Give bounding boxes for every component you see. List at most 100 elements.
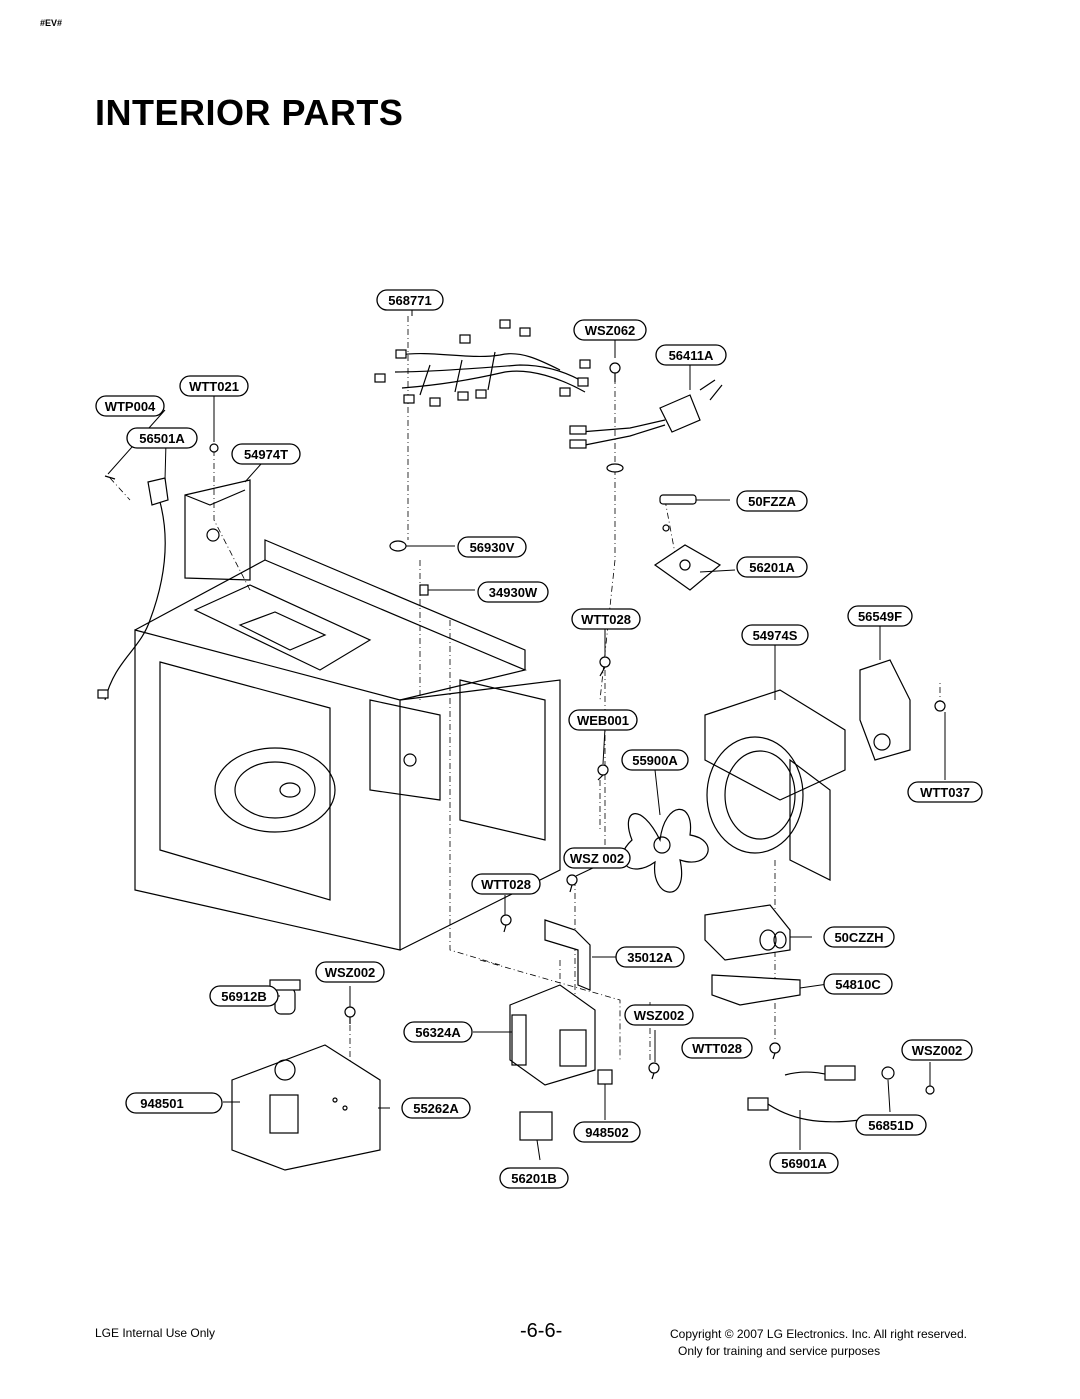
- callout-text: 34930W: [489, 585, 538, 600]
- callout-text: WTP004: [105, 399, 156, 414]
- callout-54810c: 54810C: [823, 973, 893, 995]
- callout-34930w: 34930W: [477, 581, 549, 603]
- screw-wsz002-right: [648, 1062, 660, 1080]
- callout-text: 56912B: [221, 989, 267, 1004]
- callout-text: 54810C: [835, 977, 881, 992]
- copyright-line: Copyright © 2007 LG Electronics. Inc. Al…: [670, 1327, 967, 1341]
- callout-56901a: 56901A: [769, 1152, 839, 1174]
- callout-text: 948501: [140, 1096, 183, 1111]
- callout-text: 56930V: [470, 540, 515, 555]
- fan-blade-55900a: [621, 808, 709, 893]
- callout-wtp004: WTP004: [95, 395, 165, 417]
- callout-web001: WEB001: [568, 709, 638, 731]
- callout-35012a: 35012A: [615, 946, 685, 968]
- thermostat-56930v: [389, 540, 407, 552]
- cavity-assembly: [134, 539, 561, 951]
- screw-wsz002-left: [344, 1006, 356, 1024]
- screw-wtt028-upper: [599, 656, 611, 677]
- copyright-block: Copyright © 2007 LG Electronics. Inc. Al…: [670, 1326, 967, 1360]
- callout-wsz002-right: WSZ002: [624, 1004, 694, 1026]
- capacitor-50czzh: [704, 904, 791, 961]
- callout-wsz002-mid: WSZ 002: [563, 847, 631, 869]
- bracket-54810c: [711, 974, 801, 1006]
- page-number: -6-6-: [520, 1320, 563, 1342]
- callout-50czzh: 50CZZH: [823, 926, 895, 948]
- callout-54974s: 54974S: [741, 624, 809, 646]
- bracket-54974t: [184, 443, 251, 581]
- callout-948501: 948501: [125, 1092, 223, 1114]
- callout-text: 56549F: [858, 609, 902, 624]
- callout-56851d: 56851D: [855, 1114, 927, 1136]
- callout-text: 56201B: [511, 1171, 557, 1186]
- cable-56851d: [784, 1065, 935, 1095]
- callout-text: 35012A: [627, 950, 673, 965]
- callout-50fzza: 50FZZA: [736, 490, 808, 512]
- callout-text: 56324A: [415, 1025, 461, 1040]
- callout-text: 568771: [388, 293, 431, 308]
- callout-text: WTT028: [481, 877, 531, 892]
- callout-56324a: 56324A: [403, 1021, 473, 1043]
- callout-text: 54974T: [244, 447, 288, 462]
- callout-text: WEB001: [577, 713, 629, 728]
- callout-text: 55900A: [632, 753, 678, 768]
- callout-text: 55262A: [413, 1101, 459, 1116]
- callout-56912b: 56912B: [209, 985, 279, 1007]
- bracket-35012a: [544, 919, 591, 991]
- callout-text: 56501A: [139, 431, 185, 446]
- callout-text: WSZ062: [585, 323, 636, 338]
- purpose-line: Only for training and service purposes: [678, 1344, 881, 1358]
- corner-tag: #EV#: [40, 18, 63, 28]
- wire-harness: [374, 319, 591, 407]
- callout-text: 56901A: [781, 1156, 827, 1171]
- power-cord-clamp: [569, 379, 723, 473]
- callout-text: WTT037: [920, 785, 970, 800]
- callout-wtt037: WTT037: [907, 781, 983, 803]
- fuse-50fzza: [659, 494, 697, 532]
- callout-948502: 948502: [573, 1121, 641, 1143]
- callout-wtt028-upper: WTT028: [571, 608, 641, 630]
- callout-text: WSZ002: [912, 1043, 963, 1058]
- screw-web001: [597, 764, 609, 781]
- screw-wtt028-mid: [500, 914, 512, 933]
- callout-text: WTT028: [692, 1041, 742, 1056]
- callout-wsz002-far-right: WSZ002: [901, 1039, 973, 1061]
- callout-text: WSZ002: [325, 965, 376, 980]
- callout-568771: 568771: [376, 289, 444, 311]
- page-title: INTERIOR PARTS: [95, 92, 404, 133]
- interlock-switch-56501a: [97, 475, 169, 701]
- callout-56930v: 56930V: [457, 536, 527, 558]
- screw-wsz062: [609, 362, 621, 382]
- cable-56901a: [747, 1097, 861, 1123]
- callout-55262a: 55262A: [401, 1097, 471, 1119]
- magnetron-56324a: [509, 984, 596, 1086]
- callout-wsz062: WSZ062: [573, 319, 647, 341]
- callout-56549f: 56549F: [847, 605, 913, 627]
- screw-wsz002-mid: [566, 874, 578, 893]
- noise-filter-56201a: [653, 544, 722, 591]
- fan-motor-56549f: [859, 659, 946, 761]
- callout-55900a: 55900A: [621, 749, 689, 771]
- callout-wtt028-mid: WTT028: [471, 873, 541, 895]
- assembly-lines: [109, 316, 941, 1070]
- callout-56411a: 56411A: [655, 344, 727, 366]
- callout-text: 50FZZA: [748, 494, 796, 509]
- callout-text: WSZ002: [634, 1008, 685, 1023]
- callout-text: WTT021: [189, 379, 239, 394]
- callout-text: 54974S: [753, 628, 798, 643]
- leader-lines: [107, 300, 946, 1161]
- transformer-948501: [231, 1044, 381, 1171]
- holder-34930w: [419, 584, 429, 596]
- callout-56501a: 56501A: [126, 427, 198, 449]
- callout-wtt021: WTT021: [179, 375, 249, 397]
- callout-text: WTT028: [581, 612, 631, 627]
- callout-wtt028-lower: WTT028: [681, 1037, 753, 1059]
- callout-text: 56851D: [868, 1118, 914, 1133]
- diode-56201b: [519, 1111, 553, 1141]
- callout-text: 56201A: [749, 560, 795, 575]
- callout-text: WSZ 002: [570, 851, 624, 866]
- part-callouts: 568771 WSZ062 56411A WTT021 WTP004 56501…: [95, 289, 983, 1189]
- callout-wsz002-left: WSZ002: [315, 961, 385, 983]
- callout-54974t: 54974T: [231, 443, 301, 465]
- callout-text: 948502: [585, 1125, 628, 1140]
